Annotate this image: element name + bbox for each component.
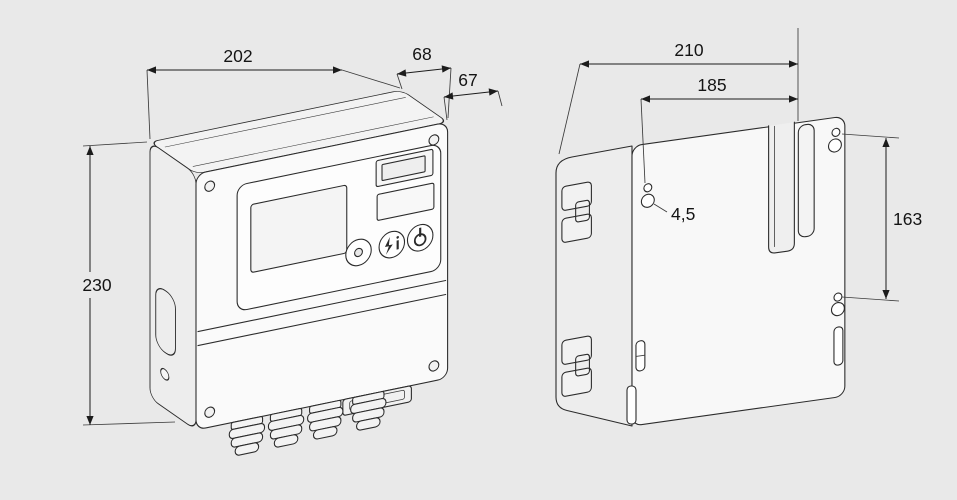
front-isometric-view: 202 68 67 230 [74,44,503,456]
mounting-hole-icon [833,292,843,302]
mounting-hole-icon [643,183,653,193]
hinge-icon [561,335,592,397]
dim-163-label: 163 [893,209,922,229]
dim-67-label: 67 [458,70,477,90]
dim-width-210: 210 [558,28,799,155]
hinge-icon [561,181,592,243]
main-display [250,184,348,273]
cable-gland-icon [307,399,344,440]
cable-gland-icon [350,391,387,431]
cover-seam [197,293,447,347]
dim-width-185: 185 [640,75,798,184]
dim-210-label: 210 [674,40,703,60]
device-back-face [631,116,846,426]
mounting-hole-icon [831,127,841,137]
dim-230-label: 230 [82,275,111,295]
cable-gland-icon [228,416,266,456]
side-screw-icon [160,367,170,381]
side-cutout [155,287,176,356]
dim-202-label: 202 [223,46,252,66]
power-button-icon [406,223,434,252]
dim-hole-diameter: 4,5 [653,203,695,224]
led-display [381,155,426,181]
dim-depth-67: 67 [443,70,503,121]
mounting-hole-icon [830,301,845,317]
channel-rail [797,123,815,238]
reset-button-icon [345,238,372,267]
corner-screw-icon [428,360,440,372]
dim-4-5-label: 4,5 [671,204,695,224]
hook-slot-icon [635,340,646,372]
mounting-channel [768,122,795,253]
control-panel [236,144,442,311]
mounting-hole-icon [827,138,842,153]
cable-gland-icon [267,407,305,448]
device-left-side-face [149,145,197,427]
dim-width-202: 202 [146,46,401,140]
device-front-face [195,123,449,456]
back-mounting-view: 210 185 4,5 163 [555,28,922,427]
mounting-slot-icon [833,326,844,366]
flash-info-button-icon [378,230,406,259]
mounting-slot-icon [626,385,637,425]
mounting-hole-icon [640,193,655,208]
dim-height-230: 230 [74,141,176,426]
hinges [561,181,592,397]
label-window [376,182,435,221]
dim-185-label: 185 [697,75,726,95]
corner-screw-icon [204,406,216,418]
dim-68-label: 68 [412,44,431,64]
corner-screw-icon [204,180,216,192]
dim-height-163: 163 [841,133,922,302]
cover-seam [197,279,447,333]
